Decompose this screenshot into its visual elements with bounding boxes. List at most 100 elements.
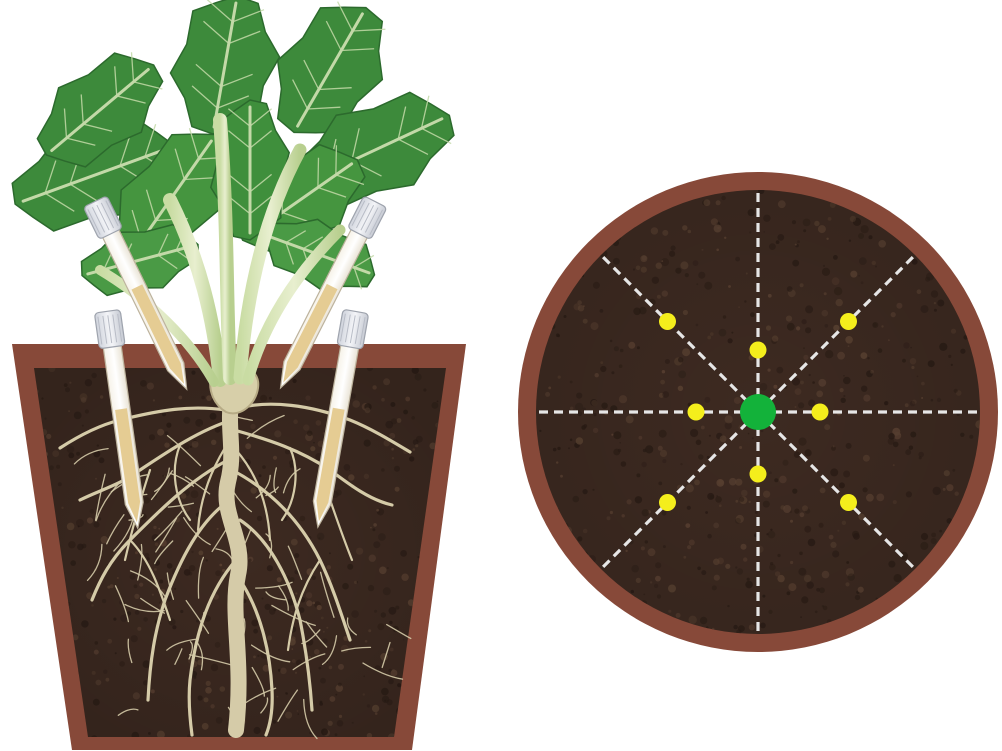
- soil-speck: [604, 625, 609, 630]
- soil-speck: [35, 573, 41, 579]
- soil-speck: [960, 239, 966, 245]
- soil-speck: [918, 228, 920, 230]
- soil-speck: [38, 649, 43, 654]
- soil-speck: [547, 547, 552, 552]
- soil-speck: [29, 569, 34, 574]
- soil-speck: [560, 245, 562, 247]
- turnip-plant-icon: [0, 0, 470, 307]
- soil-speck: [964, 557, 967, 560]
- soil-speck: [417, 735, 423, 741]
- soil-speck: [44, 614, 46, 616]
- soil-speck: [919, 614, 921, 616]
- soil-speck: [956, 210, 962, 216]
- soil-speck: [950, 576, 956, 582]
- soil-speck: [553, 273, 557, 277]
- soil-speck: [30, 589, 38, 597]
- soil-speck: [41, 680, 43, 682]
- soil-speck: [955, 559, 959, 563]
- stem: [220, 120, 230, 378]
- soil-speck: [545, 630, 551, 636]
- soil-speck: [941, 187, 948, 194]
- sample-point: [840, 494, 857, 511]
- soil-speck: [941, 208, 945, 212]
- sample-point: [659, 313, 676, 330]
- soil-speck: [579, 600, 585, 606]
- soil-speck: [949, 237, 956, 244]
- soil-speck: [29, 724, 36, 731]
- soil-speck: [36, 579, 43, 586]
- soil-speck: [964, 618, 968, 622]
- soil-speck: [910, 602, 918, 610]
- sample-point: [659, 494, 676, 511]
- soil-speck: [545, 622, 553, 630]
- soil-speck: [545, 214, 551, 220]
- soil-speck: [953, 612, 959, 618]
- soil-speck: [442, 668, 445, 671]
- soil-speck: [430, 701, 437, 708]
- soil-speck: [606, 603, 613, 610]
- soil-speck: [431, 663, 437, 669]
- soil-speck: [582, 224, 588, 230]
- soil-speck: [899, 194, 907, 202]
- soil-speck: [650, 630, 658, 638]
- soil-speck: [965, 277, 969, 281]
- center-point: [740, 394, 776, 430]
- soil-speck: [540, 573, 546, 579]
- soil-speck: [43, 594, 46, 597]
- soil-speck: [968, 601, 976, 609]
- soil-speck: [957, 547, 964, 554]
- soil-speck: [51, 647, 55, 651]
- soil-speck: [901, 614, 907, 620]
- soil-speck: [544, 581, 550, 587]
- soil-speck: [583, 230, 586, 233]
- soil-speck: [421, 688, 429, 696]
- soil-speck: [431, 630, 436, 635]
- soil-speck: [916, 612, 920, 616]
- soil-speck: [925, 218, 933, 226]
- soil-speck: [433, 694, 440, 701]
- soil-speck: [29, 596, 32, 599]
- soil-speck: [977, 534, 981, 538]
- soil-speck: [617, 207, 621, 211]
- soil-speck: [974, 243, 980, 249]
- soil-speck: [430, 692, 437, 699]
- soil-speck: [928, 195, 930, 197]
- soil-speck: [880, 200, 882, 202]
- soil-speck: [553, 574, 557, 578]
- soil-speck: [33, 597, 38, 602]
- soil-speck: [441, 544, 444, 547]
- soil-speck: [971, 601, 977, 607]
- soil-speck: [596, 218, 599, 221]
- soil-speck: [563, 221, 567, 225]
- soil-speck: [28, 709, 31, 712]
- soil-speck: [624, 617, 630, 623]
- soil-speck: [883, 197, 887, 201]
- soil-speck: [438, 627, 444, 633]
- soil-speck: [887, 624, 889, 626]
- sample-point: [750, 342, 767, 359]
- soil-speck: [943, 586, 951, 594]
- soil-speck: [927, 207, 933, 213]
- soil-speck: [41, 588, 44, 591]
- soil-speck: [46, 673, 54, 681]
- soil-speck: [427, 722, 429, 724]
- sample-point: [688, 404, 705, 421]
- soil-speck: [435, 731, 437, 733]
- soil-speck: [33, 736, 36, 739]
- sample-point: [840, 313, 857, 330]
- soil-speck: [958, 265, 960, 267]
- soil-speck: [596, 618, 603, 625]
- soil-speck: [593, 613, 596, 616]
- soil-speck: [938, 232, 941, 235]
- soil-speck: [563, 584, 570, 591]
- soil-speck: [598, 219, 601, 222]
- soil-speck: [969, 553, 976, 560]
- soil-speck: [561, 593, 568, 600]
- soil-speck: [543, 626, 551, 634]
- soil-speck: [535, 515, 541, 521]
- soil-speck: [595, 622, 598, 625]
- soil-speck: [557, 209, 560, 212]
- soil-speck: [880, 192, 886, 198]
- soil-speck: [430, 678, 436, 684]
- soil-speck: [50, 646, 55, 651]
